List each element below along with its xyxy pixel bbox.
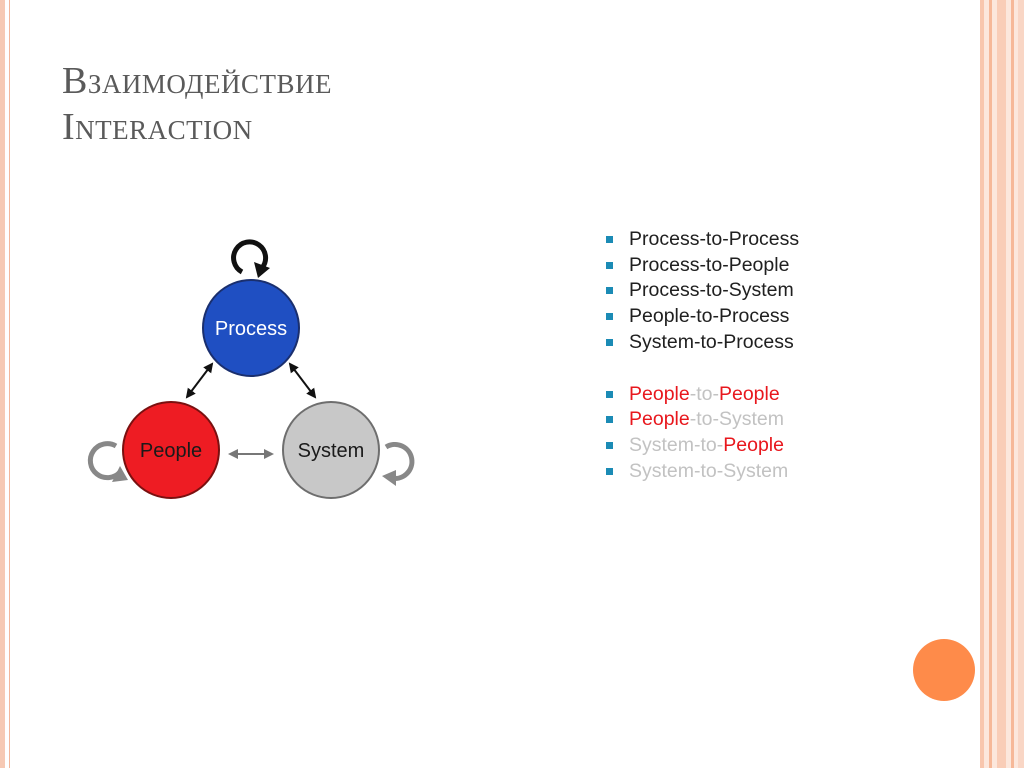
node-people-label: People	[140, 440, 202, 462]
frame-stripe	[997, 0, 1006, 768]
title-en: Interaction	[62, 106, 253, 148]
node-system: System	[282, 401, 380, 499]
list-item-part: System-to-	[629, 433, 724, 456]
orange-circle-decoration	[913, 639, 975, 701]
frame-stripe	[1011, 0, 1014, 768]
list-item-part: People	[629, 382, 690, 405]
list-item-part: People	[629, 408, 690, 431]
system-self-loop-icon	[382, 441, 415, 486]
node-system-label: System	[298, 440, 365, 462]
arrow-process-system	[288, 362, 317, 399]
list-item-part: -to-	[689, 382, 719, 405]
list-item-part: People-to-Process	[629, 305, 790, 328]
title-ru: Взаимодействие	[62, 60, 332, 102]
frame-stripe	[989, 0, 992, 768]
list-item: Process-to-Process	[604, 227, 799, 253]
list-item-part: People	[723, 433, 784, 456]
frame-stripe	[980, 0, 984, 768]
frame-left-border	[0, 0, 5, 768]
arrow-process-people	[185, 362, 214, 399]
frame-stripe	[1018, 0, 1024, 768]
list-item: System-to-Process	[604, 330, 799, 356]
process-self-loop-icon	[231, 239, 270, 278]
list-item-part: System-to-System	[629, 459, 789, 482]
list-item-part: Process-to-Process	[629, 228, 800, 250]
frame-left-line	[9, 0, 10, 768]
list-item-part: Process-to-System	[629, 279, 794, 302]
list-item: People-to-Process	[604, 304, 799, 330]
list-item-part: People	[718, 382, 780, 405]
people-self-loop-icon	[87, 441, 128, 482]
list-item: People-to-People	[604, 382, 799, 408]
list-item: System-to-System	[604, 459, 799, 485]
list-item-part: System-to-Process	[629, 330, 794, 353]
list-item: System-to-People	[604, 433, 799, 459]
list-item-part: -to-System	[689, 408, 784, 431]
slide-title: Взаимодействие Interaction	[62, 58, 332, 150]
node-people: People	[122, 401, 220, 499]
node-process-label: Process	[215, 318, 287, 340]
frame-right-border	[980, 0, 1024, 768]
node-process: Process	[202, 279, 300, 377]
list-item-part: Process-to-People	[629, 253, 790, 276]
list-item: Process-to-System	[604, 278, 799, 304]
interaction-diagram: Process People System	[87, 239, 415, 499]
list-item: People-to-System	[604, 407, 799, 433]
list-item: Process-to-People	[604, 253, 799, 279]
